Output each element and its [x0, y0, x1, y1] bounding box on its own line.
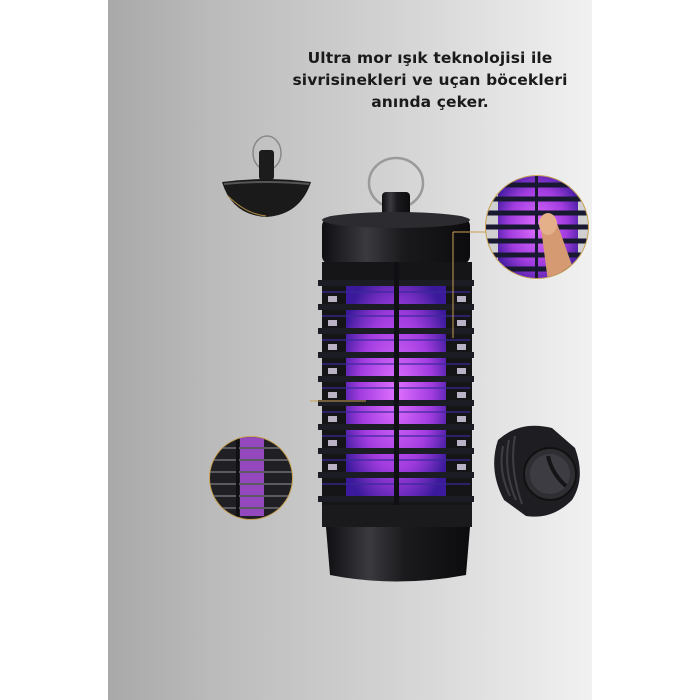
side-grille-detail: [209, 436, 293, 520]
caption-line-2: sivrisinekleri ve uçan böcekleri: [292, 71, 568, 89]
caption-line-1: Ultra mor ışık teknolojisi ile: [307, 49, 553, 67]
uv-grid-touch-detail: [485, 175, 589, 279]
mosquito-lamp: [310, 156, 486, 582]
caption-line-3: anında çeker.: [371, 93, 489, 111]
product-caption: Ultra mor ışık teknolojisi ile sivrisine…: [270, 47, 590, 113]
power-knob-detail: [494, 425, 580, 517]
hanging-cap-detail: [222, 135, 311, 217]
